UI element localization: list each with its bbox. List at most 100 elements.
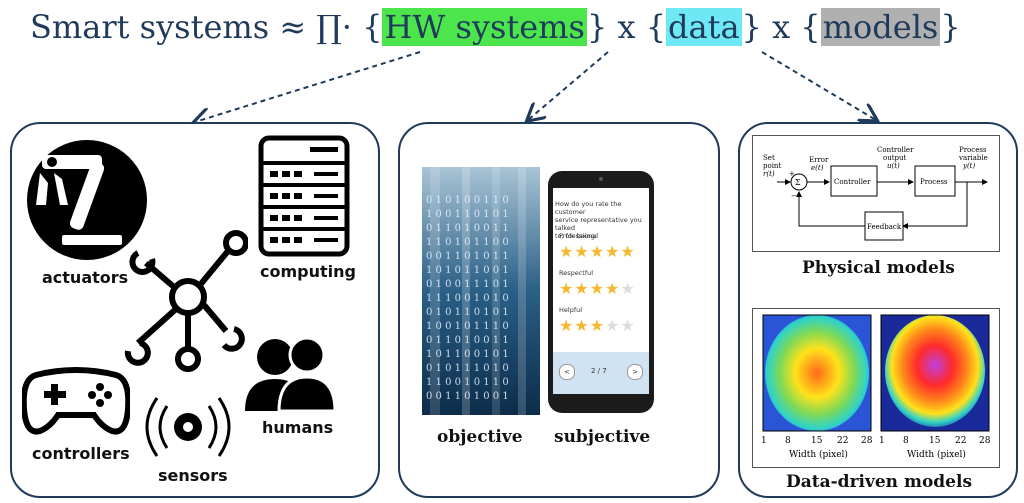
x-tick: 8 <box>903 436 909 446</box>
process-var-text-0: Process <box>959 146 987 154</box>
star-filled-icon[interactable]: ★ <box>605 242 620 261</box>
svg-text:0 0 1 1 0 1 0 0 1: 0 0 1 1 0 1 0 0 1 <box>426 391 509 402</box>
ctrl-output-text-1: output <box>883 154 907 162</box>
svg-text:0 1 0 1 1 0 1 0 1: 0 1 0 1 1 0 1 0 1 <box>426 307 509 318</box>
title-mid2: } x { <box>741 8 821 46</box>
svg-text:0 0 1 1 0 1 0 1 1: 0 0 1 1 0 1 0 1 1 <box>426 251 509 262</box>
star-filled-icon[interactable]: ★ <box>559 316 574 335</box>
title-suffix: } <box>940 8 961 46</box>
svg-text:1 0 0 1 0 1 1 1 0: 1 0 0 1 0 1 1 1 0 <box>426 321 509 332</box>
svg-text:1 0 1 1 0 0 1 0 1: 1 0 1 1 0 0 1 0 1 <box>426 349 509 360</box>
x-tick: 22 <box>837 436 848 446</box>
svg-text:0 1 0 1 1 1 0 1 0: 0 1 0 1 1 1 0 1 0 <box>426 363 509 374</box>
svg-text:1 1 0 1 0 1 1 0 0: 1 1 0 1 0 1 1 0 0 <box>426 237 509 248</box>
star-empty-icon[interactable]: ★ <box>620 316 635 335</box>
binary-data-image: 0 1 0 1 0 0 1 1 0 1 0 0 1 1 0 1 0 1 0 1 … <box>422 167 540 415</box>
star-filled-icon[interactable]: ★ <box>605 279 620 298</box>
feedback-block: Feedback <box>867 223 902 231</box>
rating-row: Respectful★★★★★ <box>559 269 649 298</box>
rating-label: Respectful <box>559 269 594 277</box>
phone-survey: How do you rate the customer service rep… <box>547 170 655 414</box>
block-diagram-svg: Set point r(t) Error e(t) Controller out… <box>763 146 988 241</box>
star-filled-icon[interactable]: ★ <box>589 316 605 335</box>
arrow-to-models <box>761 51 876 120</box>
x-tick: 28 <box>861 436 873 446</box>
pager: < 2 / 7 > <box>559 364 643 380</box>
prev-page-button[interactable]: < <box>559 364 575 380</box>
heatmap-figure: 1 8 15 22 28 1 8 15 22 28 Width (pixel) … <box>752 308 1000 468</box>
star-filled-icon[interactable]: ★ <box>589 242 605 261</box>
label-humans: humans <box>262 418 334 437</box>
phone-frame <box>548 171 654 413</box>
svg-text:1 1 1 0 0 1 0 1 0: 1 1 1 0 0 1 0 1 0 <box>426 293 509 304</box>
humans-icon <box>245 336 335 413</box>
robot-arm-icon <box>27 140 147 260</box>
rating-list: Professional★★★★★Respectful★★★★★Helpful★… <box>559 232 649 343</box>
error-text-1: e(t) <box>811 164 824 172</box>
star-filled-icon[interactable]: ★ <box>559 279 574 298</box>
label-controllers: controllers <box>32 444 130 463</box>
next-page-button[interactable]: > <box>627 364 643 380</box>
x-tick: 1 <box>761 436 767 446</box>
plus-sign: + <box>789 170 795 178</box>
label-physical-models: Physical models <box>802 258 955 278</box>
process-var-text-1: variable <box>958 154 988 162</box>
label-actuators: actuators <box>42 268 129 287</box>
svg-text:1 0 0 1 1 0 1 0 1: 1 0 0 1 1 0 1 0 1 <box>426 209 509 220</box>
star-filled-icon[interactable]: ★ <box>574 242 589 261</box>
star-empty-icon[interactable]: ★ <box>605 316 620 335</box>
block-diagram: Set point r(t) Error e(t) Controller out… <box>752 135 1000 252</box>
svg-text:0 1 0 1 0 0 1 1 0: 0 1 0 1 0 0 1 1 0 <box>426 195 509 206</box>
star-rating[interactable]: ★★★★★ <box>559 242 649 261</box>
slide-title: Smart systems ≈ ∏· {HW systems} x {data}… <box>30 8 961 46</box>
x-tick: 1 <box>879 436 885 446</box>
star-filled-icon[interactable]: ★ <box>559 242 574 261</box>
x-axis-label: Width (pixel) <box>907 449 966 460</box>
x-tick: 28 <box>979 436 991 446</box>
sum-symbol: Σ <box>795 178 801 187</box>
arrow-to-data <box>528 51 609 120</box>
label-objective: objective <box>437 427 523 447</box>
star-filled-icon[interactable]: ★ <box>589 279 605 298</box>
survey-question: How do you rate the customer service rep… <box>555 200 649 240</box>
x-tick: 22 <box>955 436 966 446</box>
svg-text:0 1 0 0 1 1 1 0 1: 0 1 0 0 1 1 1 0 1 <box>426 279 509 290</box>
x-tick: 15 <box>811 436 823 446</box>
label-data-driven-models: Data-driven models <box>786 472 973 492</box>
star-filled-icon[interactable]: ★ <box>620 242 635 261</box>
x-tick: 15 <box>929 436 941 446</box>
page-indicator: 2 / 7 <box>591 367 607 375</box>
star-rating[interactable]: ★★★★★ <box>559 316 649 335</box>
setpoint-text-0: Set <box>763 154 775 162</box>
title-hw-systems: HW systems <box>382 8 587 46</box>
sensor-icon <box>145 397 231 457</box>
survey-question-line: How do you rate the customer <box>555 200 622 216</box>
title-prefix: Smart systems ≈ ∏· { <box>30 8 383 46</box>
ctrl-output-text-0: Controller <box>877 146 914 154</box>
survey-question-line: service representative you talked <box>555 216 642 232</box>
process-var-text-2: y(t) <box>962 162 975 170</box>
label-sensors: sensors <box>158 466 228 485</box>
ctrl-output-text-2: u(t) <box>887 162 900 170</box>
title-data: data <box>666 8 742 46</box>
star-rating[interactable]: ★★★★★ <box>559 279 649 298</box>
error-text-0: Error <box>809 156 829 164</box>
rating-row: Professional★★★★★ <box>559 232 649 261</box>
star-filled-icon[interactable]: ★ <box>574 279 589 298</box>
star-filled-icon[interactable]: ★ <box>574 316 589 335</box>
star-empty-icon[interactable]: ★ <box>620 279 635 298</box>
title-models: models <box>820 8 941 46</box>
network-hub-icon <box>124 230 248 372</box>
svg-text:0 1 1 0 1 0 0 1 1: 0 1 1 0 1 0 0 1 1 <box>426 335 509 346</box>
svg-text:1 0 1 0 1 1 0 0 1: 1 0 1 0 1 1 0 0 1 <box>426 265 509 276</box>
server-rack-icon <box>258 135 350 257</box>
arrow-to-hw <box>195 51 421 122</box>
game-controller-icon <box>22 367 130 435</box>
svg-text:1 1 0 0 1 0 1 1 0: 1 1 0 0 1 0 1 1 0 <box>426 377 509 388</box>
label-computing: computing <box>260 262 356 281</box>
rating-label: Professional <box>559 232 599 240</box>
label-subjective: subjective <box>554 427 651 447</box>
title-mid1: } x { <box>586 8 667 46</box>
rating-label: Helpful <box>559 306 583 314</box>
